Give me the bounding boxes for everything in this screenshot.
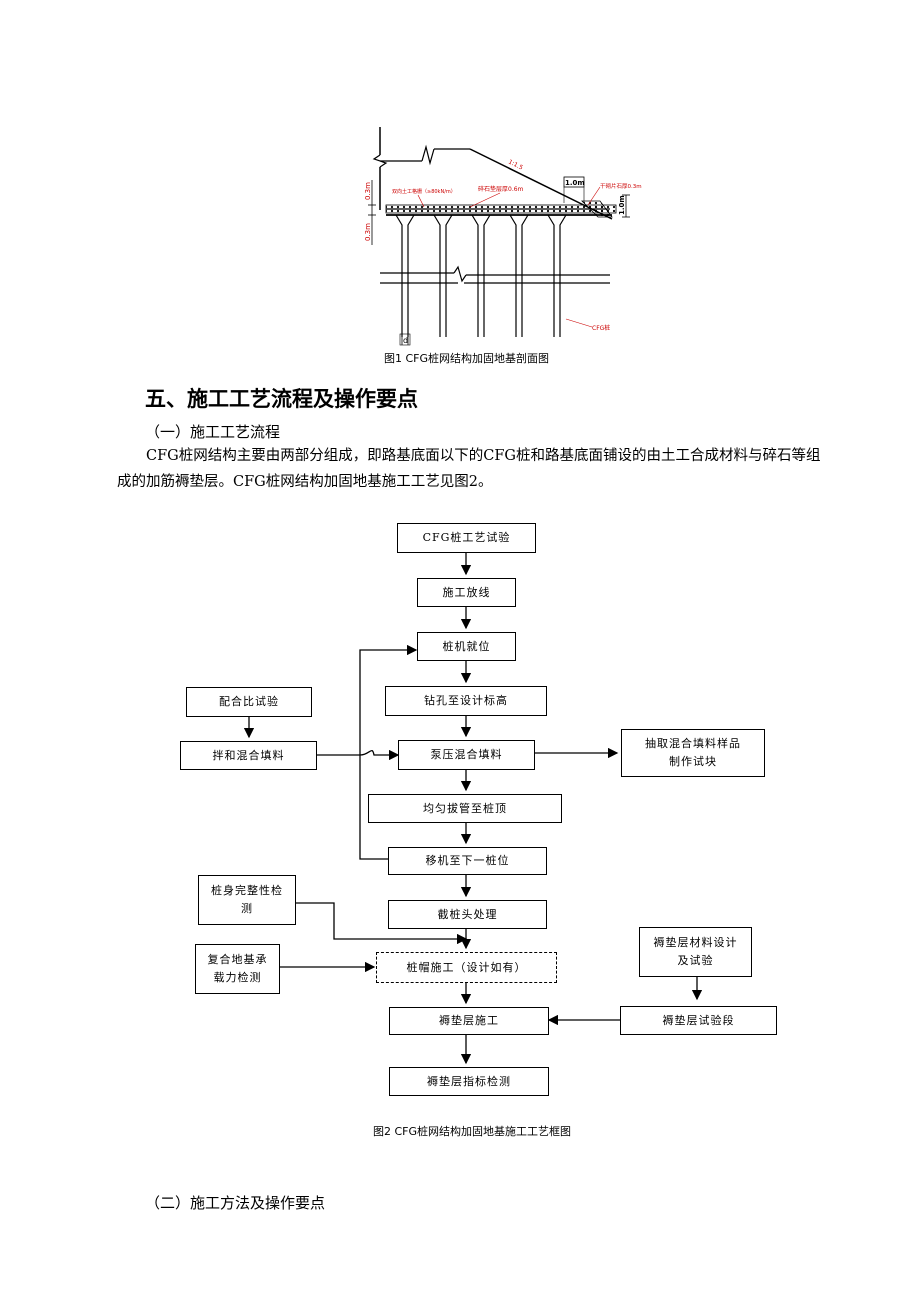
step-pump-filling: 泵压混合填料 — [398, 740, 535, 770]
subsection-title-1: （一）施工工艺流程 — [145, 423, 281, 441]
fig1-caption: 图1 CFG桩网结构加固地基剖面图 — [384, 352, 550, 365]
step-mixing: 拌和混合填料 — [180, 741, 317, 770]
step-mix-ratio-test: 配合比试验 — [186, 687, 312, 717]
step-pile-cap: 桩帽施工（设计如有） — [376, 952, 557, 983]
step-sample-blocks: 抽取混合填料样品制作试块 — [621, 729, 765, 777]
gravel-label: 碎石垫层厚0.6m — [478, 185, 524, 193]
paragraph-1: CFG桩网结构主要由两部分组成，即路基底面以下的CFG桩和路基底面铺设的由土工合… — [117, 448, 821, 490]
step-rig-positioning: 桩机就位 — [417, 632, 516, 661]
step-pull-pipe: 均匀拔管至桩顶 — [368, 794, 562, 823]
section-title: 五、施工工艺流程及操作要点 — [145, 387, 418, 411]
step-layout: 施工放线 — [417, 578, 516, 607]
dim-03m-upper: 0.3m — [364, 182, 372, 200]
step-cushion-material-design: 褥垫层材料设计及试验 — [639, 927, 752, 977]
step-move-rig: 移机至下一桩位 — [388, 847, 547, 875]
cfg-section-drawing: 1:1.5 0.3m 0.3m 双向土工格栅（≥80kN/m） 碎石垫层厚0.6… — [364, 127, 642, 346]
pile-diameter-label: d — [403, 336, 408, 345]
step-pile-integrity-check: 桩身完整性检测 — [198, 875, 296, 925]
fig2-caption: 图2 CFG桩网结构加固地基施工工艺框图 — [373, 1125, 572, 1138]
dim-10m-side: 1.0m — [618, 195, 626, 215]
dim-03m-lower: 0.3m — [364, 223, 372, 241]
pile-label: CFG桩 — [592, 324, 610, 332]
step-cfg-pile-trial: CFG桩工艺试验 — [397, 523, 536, 553]
subsection-title-2: （二）施工方法及操作要点 — [145, 1194, 326, 1212]
step-drilling: 钻孔至设计标高 — [385, 686, 547, 716]
rubble-label: 干砌片石厚0.3m — [600, 182, 642, 190]
step-cut-pile-head: 截桩头处理 — [388, 900, 547, 929]
step-cushion-testing: 褥垫层指标检测 — [389, 1067, 549, 1096]
step-bearing-capacity-check: 复合地基承载力检测 — [195, 944, 280, 994]
geogrid-label: 双向土工格栅（≥80kN/m） — [392, 188, 456, 195]
step-cushion-trial-section: 褥垫层试验段 — [620, 1006, 777, 1035]
step-cushion-construction: 褥垫层施工 — [389, 1007, 549, 1035]
dim-10m-top: 1.0m — [565, 179, 585, 187]
cfg-piles — [395, 214, 567, 337]
